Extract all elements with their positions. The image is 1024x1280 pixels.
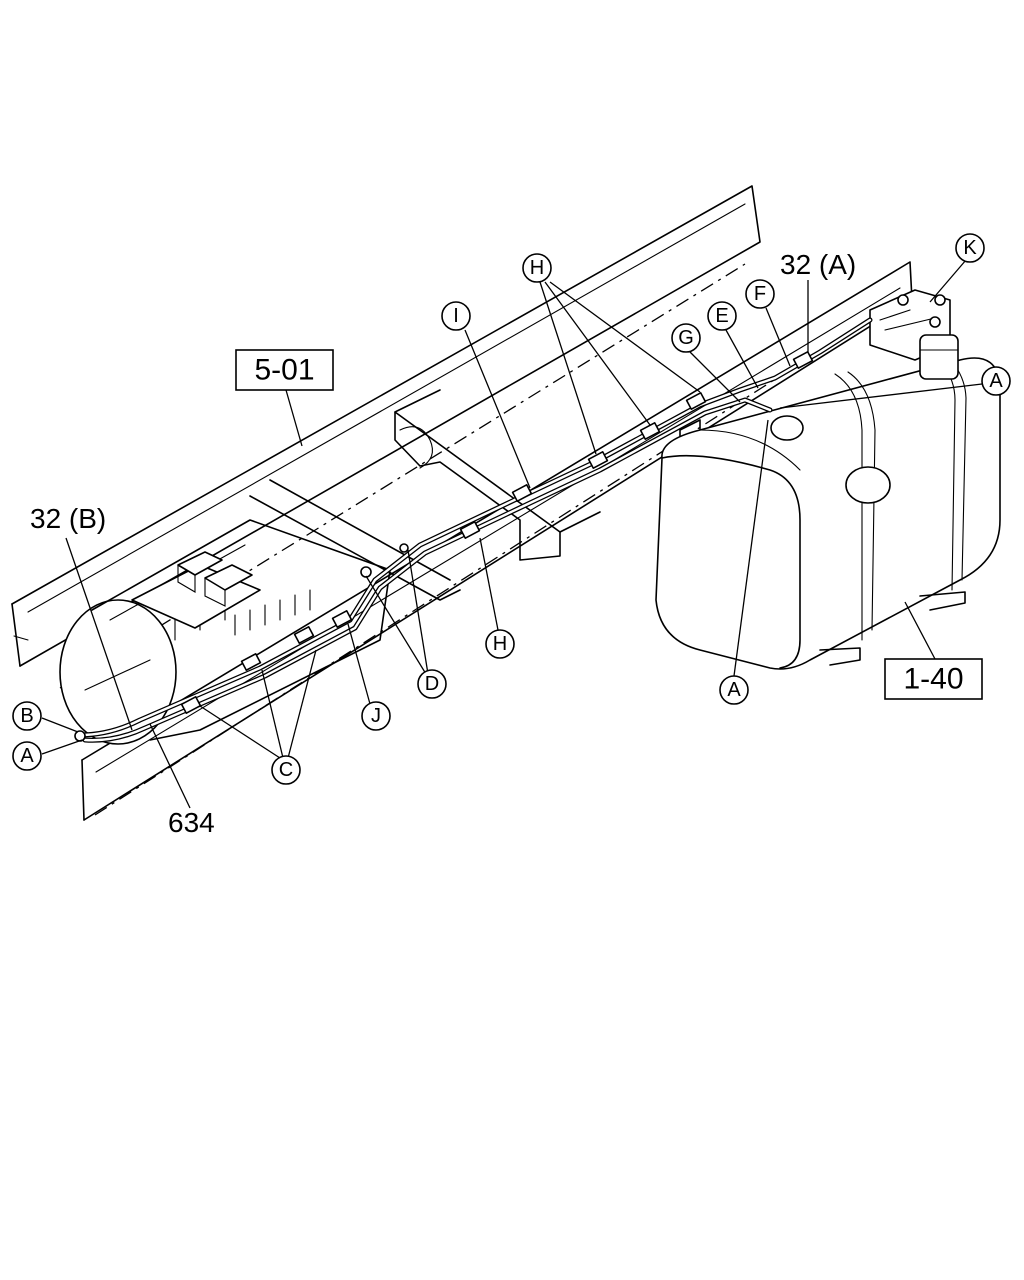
svg-text:B: B (20, 705, 33, 727)
callout-e: E (707, 301, 737, 331)
svg-text:H: H (493, 633, 507, 655)
callout-leaders (41, 259, 983, 759)
callout-a-bottom: A (719, 675, 749, 705)
callout-h-upper: H (522, 253, 552, 283)
fuel-tank (655, 349, 1001, 670)
callout-i: I (441, 301, 471, 331)
callout-a-left: A (12, 741, 42, 771)
callout-c: C (271, 755, 301, 785)
fuel-lines (77, 317, 873, 743)
callout-f: F (745, 279, 775, 309)
svg-text:A: A (989, 370, 1003, 392)
tank-reference-label: 1-40 (903, 663, 963, 696)
svg-text:C: C (279, 759, 293, 781)
callout-d: D (417, 669, 447, 699)
part-number-labels: 32 (B) 32 (A) 634 (30, 249, 856, 838)
callout-b: B (12, 701, 42, 731)
callout-j: J (361, 701, 391, 731)
tank-reference-box: 1-40 (884, 658, 983, 700)
svg-text:A: A (20, 745, 34, 767)
part-number-32b: 32 (B) (30, 503, 106, 534)
svg-text:F: F (754, 283, 766, 305)
svg-text:I: I (453, 305, 459, 327)
frame-reference-label: 5-01 (254, 354, 314, 387)
svg-text:D: D (425, 673, 439, 695)
callout-h-lower: H (485, 629, 515, 659)
frame-reference-box: 5-01 (235, 349, 334, 391)
fuel-filter-assembly (869, 289, 959, 380)
svg-text:H: H (530, 257, 544, 279)
svg-text:A: A (727, 679, 741, 701)
svg-text:K: K (963, 237, 977, 259)
battery-box (131, 551, 261, 629)
callout-g: G (671, 323, 701, 353)
part-number-32a: 32 (A) (780, 249, 856, 280)
part-number-634: 634 (168, 807, 215, 838)
callout-k: K (955, 233, 985, 263)
clips (74, 351, 814, 742)
svg-text:J: J (371, 705, 381, 727)
transmission-housing (59, 519, 391, 745)
callout-a-right: A (981, 366, 1011, 396)
svg-text:G: G (678, 327, 694, 349)
svg-text:E: E (715, 305, 728, 327)
